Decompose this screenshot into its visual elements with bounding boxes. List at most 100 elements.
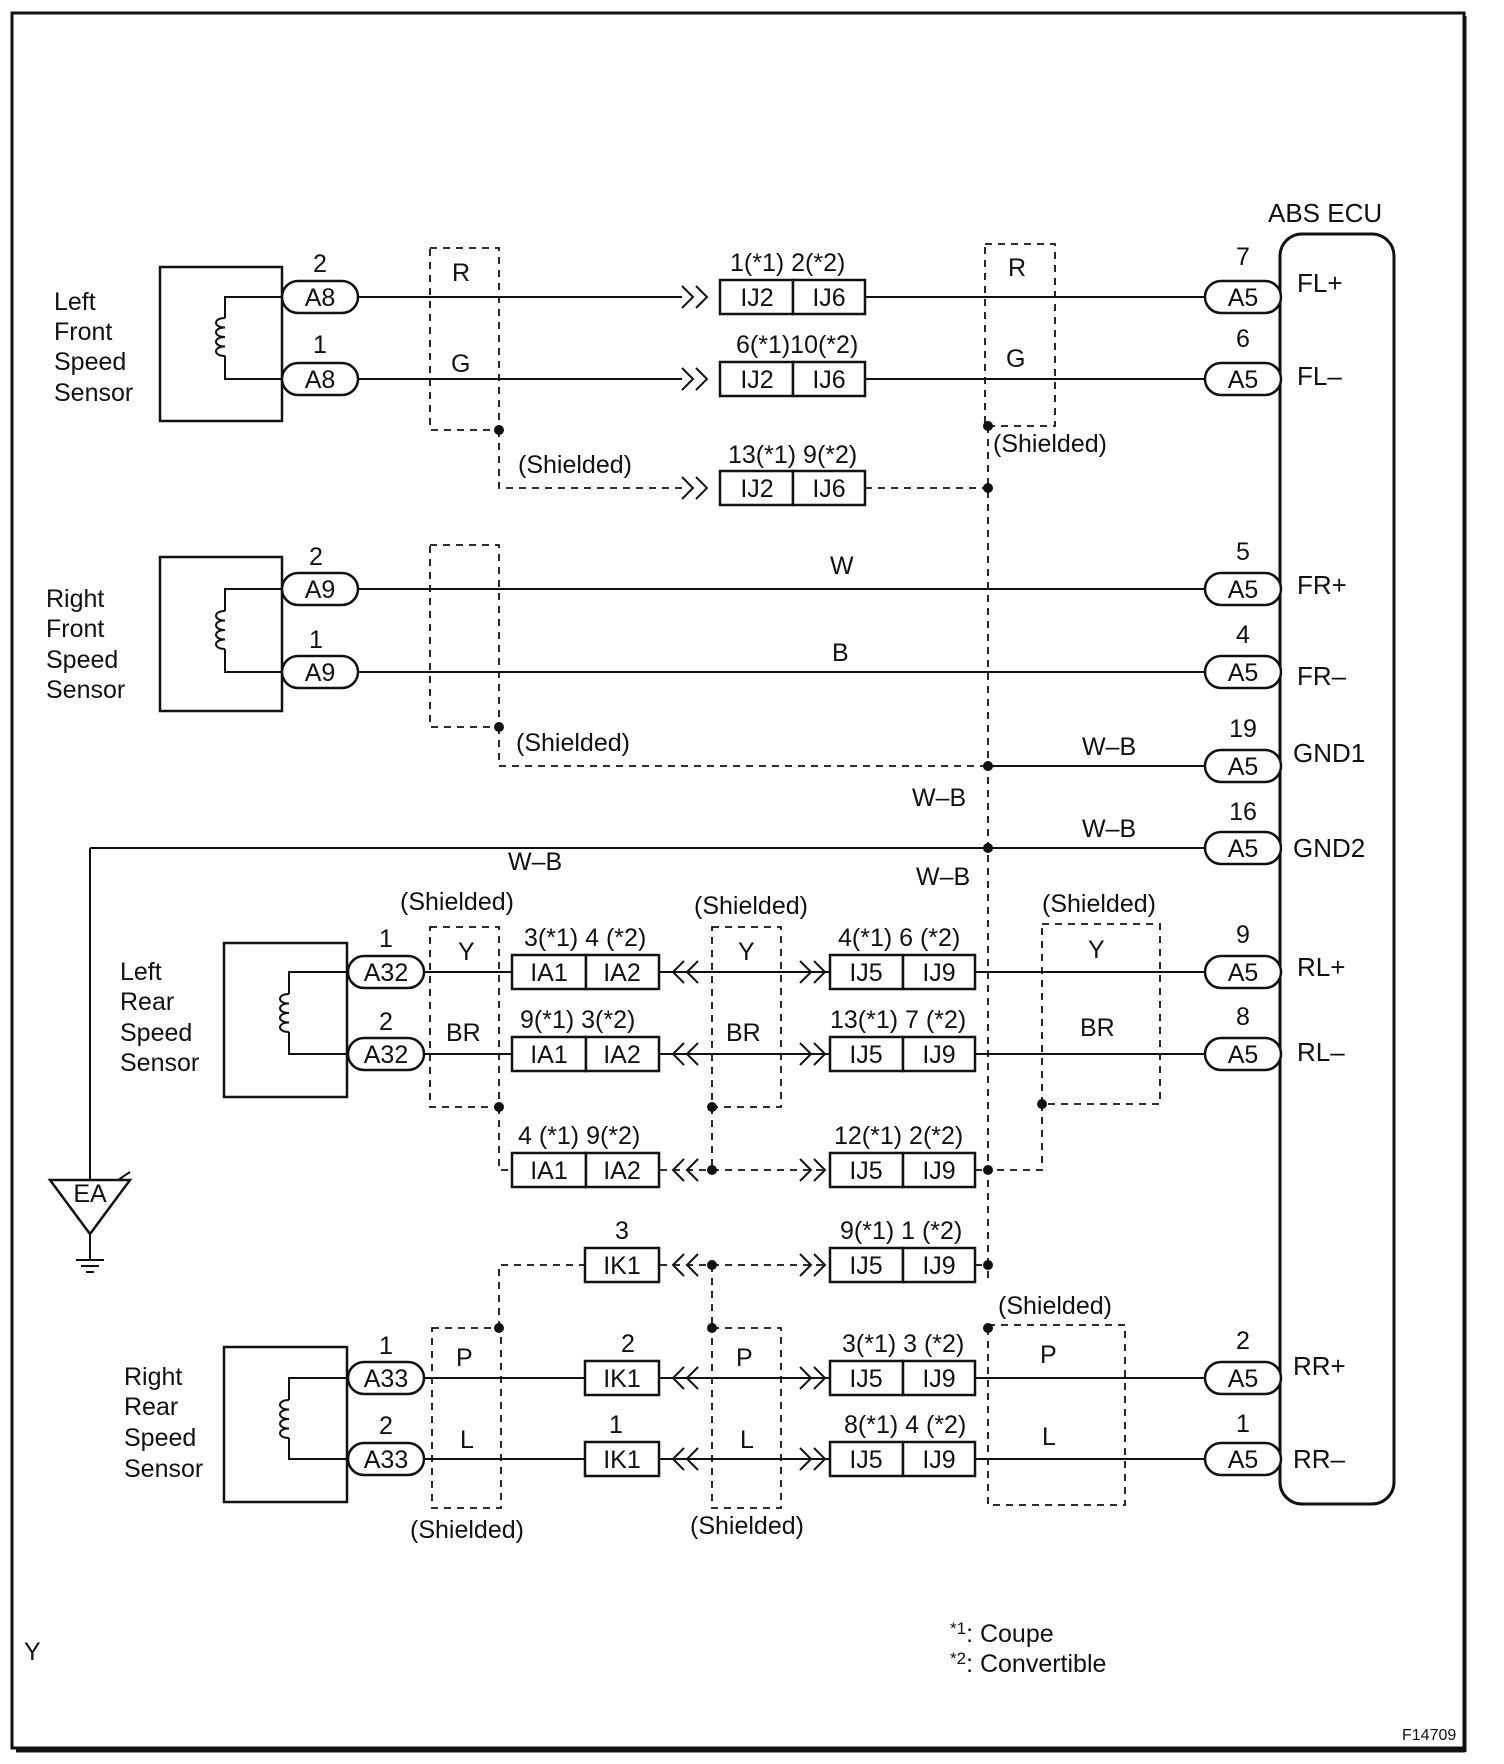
pin-number: 1(*1) 2(*2) bbox=[730, 249, 845, 277]
shielded-labels: (Shielded) (Shielded) (Shielded) (Shield… bbox=[400, 430, 1156, 1544]
shielded-label: (Shielded) bbox=[998, 1292, 1112, 1320]
terminal-label: RR+ bbox=[1293, 1351, 1346, 1381]
connector-code: A5 bbox=[1228, 1446, 1259, 1474]
connector-code: A32 bbox=[364, 959, 408, 987]
wire-color: W–B bbox=[916, 863, 970, 891]
terminal-label: FR+ bbox=[1297, 570, 1347, 600]
terminal-label: FR– bbox=[1297, 661, 1347, 691]
pin-number: 16 bbox=[1229, 798, 1257, 826]
connector-code: IJ5 bbox=[849, 1157, 882, 1185]
pin-number: 2 bbox=[621, 1330, 635, 1358]
pin-number: 2 bbox=[1236, 1327, 1250, 1355]
wire-color: Y bbox=[738, 938, 755, 966]
pin-number: 12(*1) 2(*2) bbox=[834, 1122, 963, 1150]
connector-code: A5 bbox=[1228, 835, 1259, 863]
sensor-name-line: Sensor bbox=[46, 676, 125, 704]
connector-code: A33 bbox=[364, 1365, 408, 1393]
connector-code: A5 bbox=[1228, 959, 1259, 987]
connector-code: IA1 bbox=[530, 959, 568, 987]
pin-number: 13(*1) 7 (*2) bbox=[830, 1006, 966, 1034]
shielded-label: (Shielded) bbox=[993, 430, 1107, 458]
pin-number: 2 bbox=[379, 1412, 393, 1440]
terminal-label: FL– bbox=[1297, 361, 1342, 391]
wire-color-labels: R R G G W B W–B W–B W–B W–B W–B Y Y Y BR… bbox=[446, 254, 1136, 1454]
sensor-left-front: Left Front Speed Sensor bbox=[54, 265, 284, 423]
wire-color: P bbox=[736, 1344, 753, 1372]
wire-color: G bbox=[451, 350, 470, 378]
wire-color: BR bbox=[1080, 1014, 1115, 1042]
pin-number: 3(*1) 3 (*2) bbox=[842, 1330, 964, 1358]
sensor-name-line: Sensor bbox=[54, 379, 133, 407]
figure-id: F14709 bbox=[1402, 1727, 1456, 1744]
wire-color: P bbox=[1040, 1341, 1057, 1369]
connector-code: A5 bbox=[1228, 1041, 1259, 1069]
connector-code: IK1 bbox=[603, 1446, 641, 1474]
wire-color: P bbox=[456, 1344, 473, 1372]
connector-code: IJ5 bbox=[849, 1446, 882, 1474]
connector-code: IA1 bbox=[530, 1157, 568, 1185]
pin-number: 8(*1) 4 (*2) bbox=[844, 1411, 966, 1439]
connector-code: IJ9 bbox=[922, 1157, 955, 1185]
wire-color: BR bbox=[446, 1019, 481, 1047]
wire-color: L bbox=[1042, 1423, 1056, 1451]
pin-number: 8 bbox=[1236, 1003, 1250, 1031]
note: *2: Convertible bbox=[950, 1649, 1106, 1678]
pin-number: 9(*1) 1 (*2) bbox=[840, 1217, 962, 1245]
sensor-name-line: Sensor bbox=[124, 1455, 203, 1483]
pin-number: 1 bbox=[379, 925, 393, 953]
pin-number: 1 bbox=[609, 1411, 623, 1439]
sensor-right-front: Right Front Speed Sensor bbox=[46, 555, 284, 713]
sensor-name-line: Rear bbox=[124, 1393, 178, 1421]
shielded-label: (Shielded) bbox=[1042, 890, 1156, 918]
pin-number: 1 bbox=[1236, 1410, 1250, 1438]
wire-color: W–B bbox=[1082, 733, 1136, 761]
wire-color: W–B bbox=[912, 784, 966, 812]
terminal-label: RL– bbox=[1297, 1037, 1345, 1067]
shielded-label: (Shielded) bbox=[400, 888, 514, 916]
sensor-name-line: Left bbox=[120, 958, 162, 986]
note: *1: Coupe bbox=[950, 1619, 1054, 1648]
wire-color: Y bbox=[1088, 936, 1105, 964]
pin-number: 3 bbox=[615, 1217, 629, 1245]
wire-color: L bbox=[460, 1426, 474, 1454]
sensor-name-line: Rear bbox=[120, 988, 174, 1016]
sensor-right-rear: Right Rear Speed Sensor bbox=[124, 1345, 349, 1504]
connector-code: IJ5 bbox=[849, 1365, 882, 1393]
pin-number: 9(*1) 3(*2) bbox=[520, 1006, 635, 1034]
pin-number: 4(*1) 6 (*2) bbox=[838, 924, 960, 952]
connector-code: IA1 bbox=[530, 1041, 568, 1069]
connector-code: A5 bbox=[1228, 284, 1259, 312]
pin-number: 4 (*1) 9(*2) bbox=[518, 1122, 640, 1150]
connector-code: A5 bbox=[1228, 576, 1259, 604]
connector-code: IA2 bbox=[603, 1041, 641, 1069]
pin-number: 6(*1)10(*2) bbox=[736, 331, 858, 359]
connector-code: IJ6 bbox=[812, 284, 845, 312]
sensor-name-line: Front bbox=[46, 615, 104, 643]
note-mark: *1 bbox=[950, 1619, 966, 1638]
coil-icon bbox=[215, 317, 226, 357]
note-text: : Coupe bbox=[966, 1620, 1054, 1648]
sensor-name-line: Speed bbox=[46, 646, 118, 674]
pin-number: 4 bbox=[1236, 621, 1250, 649]
wire-color: Y bbox=[458, 938, 475, 966]
wire-color: BR bbox=[726, 1019, 761, 1047]
abs-ecu-block bbox=[1278, 232, 1396, 1506]
wire-color: W–B bbox=[508, 848, 562, 876]
note-text: : Convertible bbox=[966, 1650, 1106, 1678]
connector-code: IA2 bbox=[603, 1157, 641, 1185]
pin-number: 19 bbox=[1229, 715, 1257, 743]
pin-number: 1 bbox=[313, 331, 327, 359]
coil-icon bbox=[279, 993, 290, 1033]
wire-color: B bbox=[832, 639, 849, 667]
ground-symbol: EA bbox=[47, 1171, 133, 1273]
connector-code: A8 bbox=[305, 366, 336, 394]
wire-color: W–B bbox=[1082, 815, 1136, 843]
terminal-label: GND2 bbox=[1293, 833, 1365, 863]
connector-code: A9 bbox=[305, 659, 336, 687]
connector-code: IJ5 bbox=[849, 1252, 882, 1280]
connector-code: IJ9 bbox=[922, 1446, 955, 1474]
sensor-name-line: Front bbox=[54, 318, 112, 346]
pin-number: 13(*1) 9(*2) bbox=[728, 441, 857, 469]
connector-code: IJ5 bbox=[849, 1041, 882, 1069]
sensor-name-line: Speed bbox=[54, 348, 126, 376]
